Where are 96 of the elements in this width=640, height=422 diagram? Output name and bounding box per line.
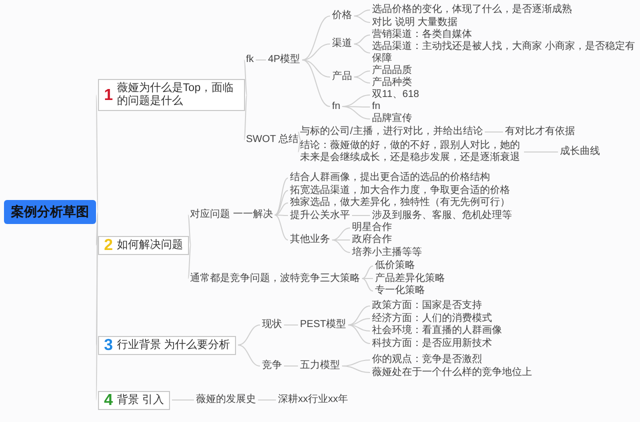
connector-line <box>354 70 370 78</box>
connector-line <box>342 366 370 373</box>
subtopic-text: 社会环境：看直播的人群画像 <box>372 325 502 337</box>
connector-line <box>298 132 302 140</box>
subtopic-text: 双11、618 <box>372 89 420 101</box>
topic-title: 如何解决问题 <box>116 238 183 252</box>
subtopic-text: fn <box>372 101 380 113</box>
connector-line <box>354 76 370 84</box>
connector-line <box>332 228 350 240</box>
connector-line <box>302 16 330 60</box>
connector-line <box>188 244 192 279</box>
subtopic-text: 五力模型 <box>300 360 340 372</box>
connector-line <box>244 94 248 140</box>
connector-line <box>354 16 370 23</box>
subtopic-text: 选品渠道：主动找还是被人找，大商家 小商家，是否稳定有保障 <box>372 41 636 65</box>
connector-line <box>362 266 374 279</box>
connector-line <box>348 306 370 326</box>
topic-box <box>98 236 189 254</box>
connector-line <box>274 202 288 216</box>
connector-line <box>274 214 288 216</box>
topic-box <box>98 336 236 354</box>
subtopic-text: 专一化策略 <box>375 285 425 297</box>
topic-box <box>98 390 170 410</box>
subtopic-text: fk <box>246 54 254 66</box>
subtopic-text: 提升公关水平 <box>290 210 350 222</box>
root-topic-box: 案例分析草图 <box>4 200 96 224</box>
connector-line <box>302 60 330 107</box>
subtopic-text: 明星合作 <box>352 222 392 234</box>
subtopic-text: PEST模型 <box>300 319 346 331</box>
topic-number: 1 <box>104 88 113 102</box>
subtopic-text: 产品差异化策略 <box>375 272 445 284</box>
subtopic-text: SWOT 总结 <box>246 134 299 146</box>
topic-number: 2 <box>104 238 113 252</box>
subtopic-text: 4P模型 <box>268 54 300 66</box>
connector-line <box>354 10 370 16</box>
connector-line <box>244 60 248 96</box>
subtopic-text: 你的观点：竞争是否激烈 <box>372 354 482 366</box>
connector-line <box>332 240 350 253</box>
subtopic-text: 结合人群画像，提出更合适的选品的价格结构 <box>290 172 490 184</box>
connector-line <box>274 190 288 216</box>
topic-box <box>98 79 245 111</box>
connector-line <box>354 34 370 44</box>
connector-line <box>348 324 370 332</box>
subtopic-text: 深耕xx行业xx年 <box>278 394 348 406</box>
subtopic-text: 政策方面：国家是否支持 <box>372 300 482 312</box>
connector-line <box>96 94 98 212</box>
subtopic-text: 其他业务 <box>290 234 330 246</box>
connector-line <box>348 324 370 344</box>
connector-line <box>352 215 370 216</box>
subtopic-text: 有对比才有依据 <box>505 126 575 138</box>
connector-line <box>362 278 374 292</box>
subtopic-text: 产品 <box>332 71 352 83</box>
subtopic-text: 对比 说明 大量数据 <box>372 16 458 28</box>
topic-title: 行业背景 为什么要分析 <box>116 338 230 352</box>
subtopic-text: 培养小主播等等 <box>352 246 422 258</box>
connector-line <box>96 212 98 400</box>
subtopic-text: 通常都是竞争问题，波特竞争三大策略 <box>190 272 360 284</box>
connector-line <box>362 278 374 279</box>
subtopic-text: 产品种类 <box>372 77 412 89</box>
subtopic-text: 涉及到服务、客服、危机处理等 <box>372 210 512 222</box>
subtopic-text: 与标的公司/主播，进行对比，并给出结论 <box>300 126 483 138</box>
topic-title: 薇娅为什么是Top，面临的问题是什么 <box>116 82 235 108</box>
subtopic-text: 品牌宣传 <box>372 113 412 125</box>
subtopic-text: 结论：薇娅做的好，做的不好，跟别人对比，她的未来是会继续成长，还是稳步发展，还是逐渐衰退 <box>300 140 522 164</box>
subtopic-text: 科技方面：是否应用新技术 <box>372 338 492 350</box>
connector-line <box>342 106 370 120</box>
subtopic-text: 产品品质 <box>372 65 412 77</box>
subtopic-text: 选品价格的变化，体现了什么，是否逐渐成熟 <box>372 4 572 16</box>
connector-line <box>96 212 98 346</box>
subtopic-text: 薇娅的发展史 <box>196 394 256 406</box>
subtopic-text: 竞争 <box>262 360 282 372</box>
connector-line <box>274 214 288 240</box>
topic-number: 3 <box>104 338 113 352</box>
subtopic-text: 成长曲线 <box>560 146 600 158</box>
subtopic-text: 拓宽选品渠道，加大合作力度，争取更合适的价格 <box>290 184 510 196</box>
subtopic-text: 薇娅处在于一个什么样的竞争地位上 <box>372 366 532 378</box>
subtopic-text: 经济方面：人们的消费模式 <box>372 312 492 324</box>
subtopic-text: 价格 <box>332 10 352 22</box>
connector-line <box>298 140 302 152</box>
subtopic-text: fn <box>332 100 340 112</box>
subtopic-text: 独家选品，做大差异化，独特性（有无先例可行） <box>290 197 510 209</box>
connector-line <box>237 324 260 346</box>
connector-line <box>237 344 260 366</box>
subtopic-text: 现状 <box>262 319 282 331</box>
connector-line <box>96 212 98 246</box>
subtopic-text: 对应问题 一一解决 <box>190 209 273 221</box>
topic-number: 4 <box>104 394 113 406</box>
connector-line <box>188 214 192 246</box>
subtopic-text: 政府合作 <box>352 234 392 246</box>
connector-line <box>274 178 288 216</box>
subtopic-text: 低价策略 <box>375 260 415 272</box>
connector-line <box>354 44 370 54</box>
subtopic-text: 营销渠道：各类自媒体 <box>372 29 472 41</box>
topic-title: 背景 引入 <box>116 394 164 406</box>
subtopic-text: 渠道 <box>332 38 352 50</box>
connector-line <box>284 324 298 326</box>
